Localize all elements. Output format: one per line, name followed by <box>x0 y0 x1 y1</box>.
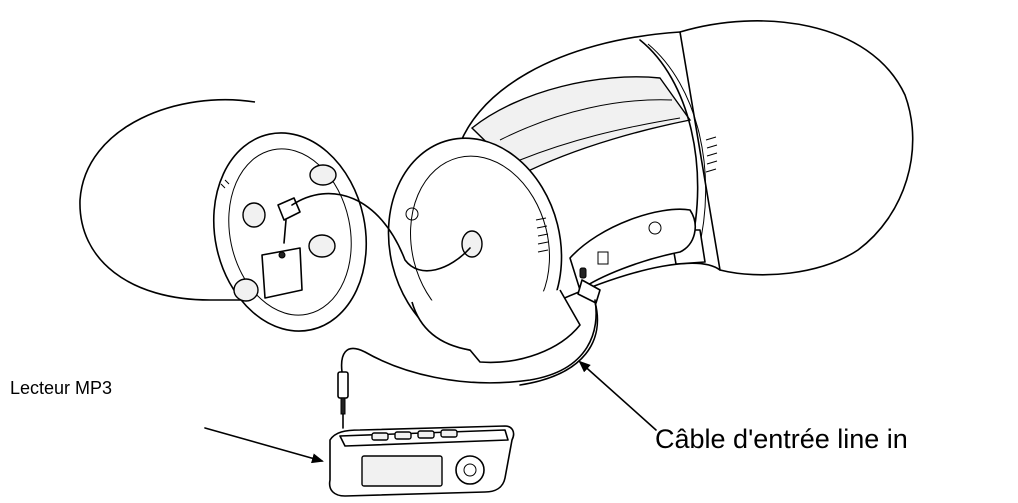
internal-cable <box>291 192 471 272</box>
arrow-to-mp3-player <box>204 427 324 464</box>
speaker-end-cap <box>79 98 368 332</box>
arrow-to-line-in-cable <box>578 360 657 431</box>
mp3-player-label: Lecteur MP3 <box>10 378 113 398</box>
speaker-main-body <box>387 20 914 364</box>
side-grille <box>535 136 718 253</box>
mp3-player <box>328 425 515 497</box>
line-in-plug <box>337 371 349 429</box>
line-in-cable <box>340 299 597 384</box>
line-in-cable-label: Câble d'entrée line in <box>655 424 908 454</box>
